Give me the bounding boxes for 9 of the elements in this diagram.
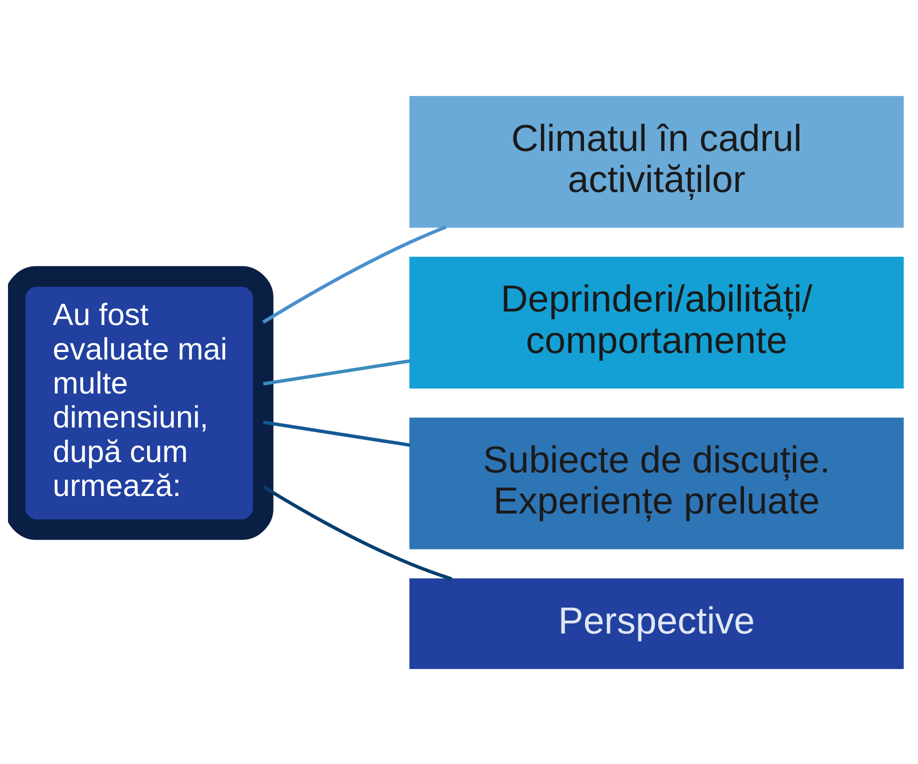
connector [262, 484, 452, 580]
connector [262, 224, 447, 324]
node-box: Deprinderi/abilități/ comportamente [409, 256, 904, 388]
connector [263, 420, 410, 446]
connector [263, 358, 410, 386]
node-box: Subiecte de discuție. Experiențe preluate [409, 417, 904, 549]
node-box: Au fost evaluate mai multe dimensiuni, după cum urmează: [8, 266, 274, 540]
node-box: Perspective [409, 578, 904, 669]
node-box: Climatul în cadrul activităților [409, 95, 904, 228]
